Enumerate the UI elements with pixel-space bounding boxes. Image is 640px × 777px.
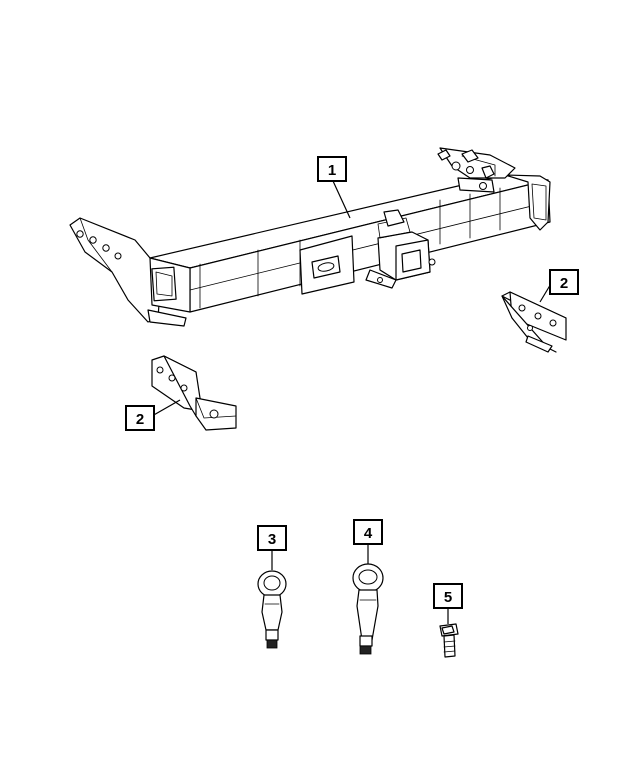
callout-2-right: 2	[539, 269, 579, 303]
callout-label-5: 5	[444, 589, 452, 606]
callout-1: 1	[317, 156, 351, 219]
callout-label-3: 3	[268, 531, 276, 548]
tow-hook-long[interactable]	[352, 563, 384, 655]
callout-label-4: 4	[364, 525, 373, 542]
callout-2-left: 2	[125, 399, 181, 431]
callout-label-1: 1	[328, 162, 336, 179]
bracket-left[interactable]	[151, 355, 237, 431]
callout-5: 5	[433, 583, 463, 624]
callout-3: 3	[257, 525, 287, 570]
callout-4: 4	[353, 519, 383, 564]
bolt[interactable]	[439, 623, 459, 658]
bracket-right[interactable]	[501, 291, 567, 353]
tow-hook-short[interactable]	[257, 570, 287, 649]
hitch-receiver[interactable]	[69, 147, 551, 327]
callout-label-2-right: 2	[560, 275, 568, 292]
callout-label-2-left: 2	[136, 411, 144, 428]
